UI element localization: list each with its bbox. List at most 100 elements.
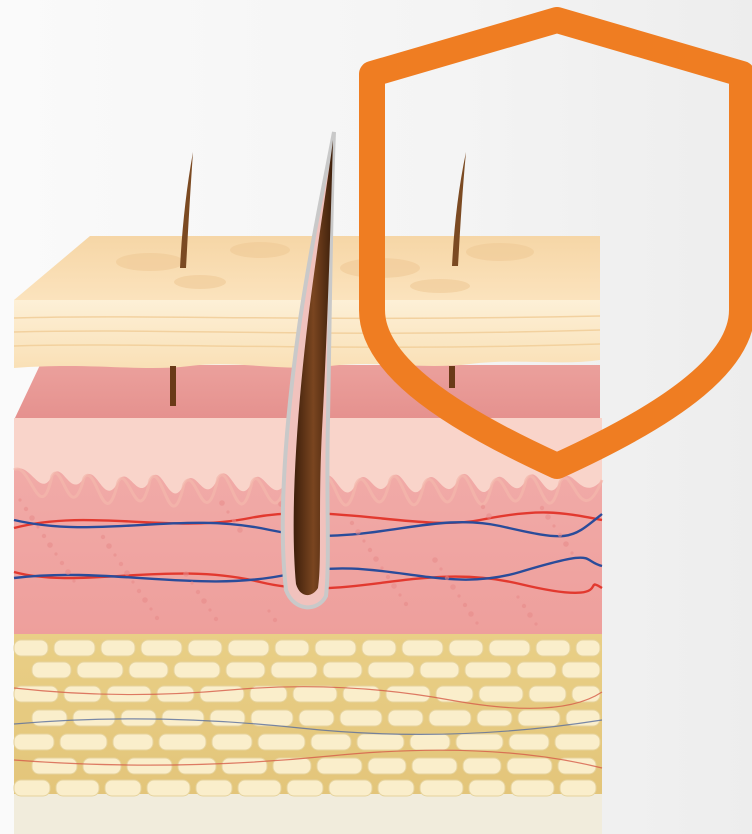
fat-cell xyxy=(420,780,463,796)
dermis-speckle xyxy=(398,593,401,596)
fat-cell xyxy=(463,758,501,774)
dermis-speckle xyxy=(54,552,57,555)
dermis-speckle xyxy=(201,598,207,604)
dermis-speckle xyxy=(155,616,159,620)
fat-cell xyxy=(340,710,382,726)
fat-cell xyxy=(105,780,141,796)
dermis-speckle xyxy=(368,548,372,552)
dermis-speckle xyxy=(131,580,134,583)
dermis-speckle xyxy=(183,571,189,577)
fat-cell xyxy=(357,734,404,750)
fat-cell xyxy=(32,758,77,774)
fat-cell xyxy=(174,662,220,678)
fat-cell xyxy=(113,734,153,750)
fat-cell xyxy=(566,710,600,726)
fat-cell xyxy=(258,734,305,750)
fat-cell xyxy=(529,686,566,702)
fat-cell xyxy=(54,640,95,656)
fat-cell xyxy=(368,662,414,678)
fat-cell xyxy=(562,662,600,678)
dermis-speckle xyxy=(558,533,562,537)
dermis-speckle xyxy=(42,534,46,538)
dermis-speckle xyxy=(29,515,35,521)
dermis-speckle xyxy=(267,609,270,612)
dermis-speckle xyxy=(445,576,449,580)
dermis-speckle xyxy=(65,569,71,575)
dermis-speckle xyxy=(113,553,116,556)
fat-cell xyxy=(299,710,334,726)
fat-cell xyxy=(469,780,505,796)
fat-cell xyxy=(456,734,503,750)
dermis-speckle xyxy=(522,604,526,608)
fat-cell xyxy=(465,662,511,678)
dermis-speckle xyxy=(47,542,53,548)
fat-cell xyxy=(14,640,48,656)
fat-cell xyxy=(77,662,123,678)
fat-cell xyxy=(509,734,549,750)
dermis-speckle xyxy=(190,581,193,584)
fat-cell xyxy=(147,780,190,796)
fat-cell xyxy=(159,734,206,750)
fat-cell xyxy=(518,710,560,726)
fat-cell xyxy=(83,758,121,774)
fat-cell xyxy=(196,780,232,796)
fat-cell xyxy=(410,734,450,750)
fat-cell xyxy=(56,780,99,796)
dermis-speckle xyxy=(119,562,123,566)
fat-cell xyxy=(275,640,309,656)
dermis-speckle xyxy=(36,525,39,528)
fat-cell xyxy=(101,640,135,656)
dermis-speckle xyxy=(540,506,544,510)
fat-cell xyxy=(329,780,372,796)
fat-cell xyxy=(560,780,596,796)
dermis-speckle xyxy=(106,543,112,549)
fat-cell xyxy=(222,758,267,774)
fat-cell xyxy=(378,780,414,796)
fat-cell xyxy=(238,780,281,796)
fat-cell xyxy=(436,686,473,702)
fat-cell xyxy=(388,710,423,726)
fat-cell xyxy=(32,710,67,726)
base-shadow xyxy=(14,790,602,834)
dermis-speckle xyxy=(24,507,28,511)
dermis-speckle xyxy=(481,505,485,509)
fat-cell xyxy=(178,758,216,774)
dermis-speckle xyxy=(468,611,474,617)
dermis-speckle xyxy=(142,597,148,603)
fat-cell xyxy=(14,734,54,750)
fat-cell xyxy=(162,710,204,726)
fat-cell xyxy=(412,758,457,774)
fat-cell xyxy=(287,780,323,796)
hypodermis-layer xyxy=(14,620,602,796)
fat-cell xyxy=(429,710,471,726)
fat-cell xyxy=(511,780,554,796)
fat-cell xyxy=(362,640,396,656)
dermis-speckle xyxy=(486,513,492,519)
dermis-speckle xyxy=(219,500,225,506)
fat-cell xyxy=(479,686,523,702)
dermis-speckle xyxy=(273,618,277,622)
dermis-speckle xyxy=(101,535,105,539)
fat-cell xyxy=(555,734,600,750)
dermis-speckle xyxy=(380,566,383,569)
dermis-speckle xyxy=(516,595,519,598)
dermis-speckle xyxy=(355,529,361,535)
fat-cell xyxy=(517,662,556,678)
dermis-speckle xyxy=(350,521,354,525)
dermis-speckle xyxy=(196,590,200,594)
dermis-speckle xyxy=(545,514,551,520)
fat-cell xyxy=(317,758,362,774)
dermis-speckle xyxy=(527,612,533,618)
fat-cell xyxy=(73,710,115,726)
dermis-speckle xyxy=(362,539,365,542)
fat-cell xyxy=(420,662,459,678)
dermis-speckle xyxy=(137,589,141,593)
dermis-speckle xyxy=(552,524,555,527)
fat-cell xyxy=(477,710,512,726)
fat-cell xyxy=(315,640,356,656)
dermis-speckle xyxy=(149,607,152,610)
dermis-speckle xyxy=(432,557,438,563)
fat-cell xyxy=(188,640,222,656)
fat-cell xyxy=(507,758,552,774)
